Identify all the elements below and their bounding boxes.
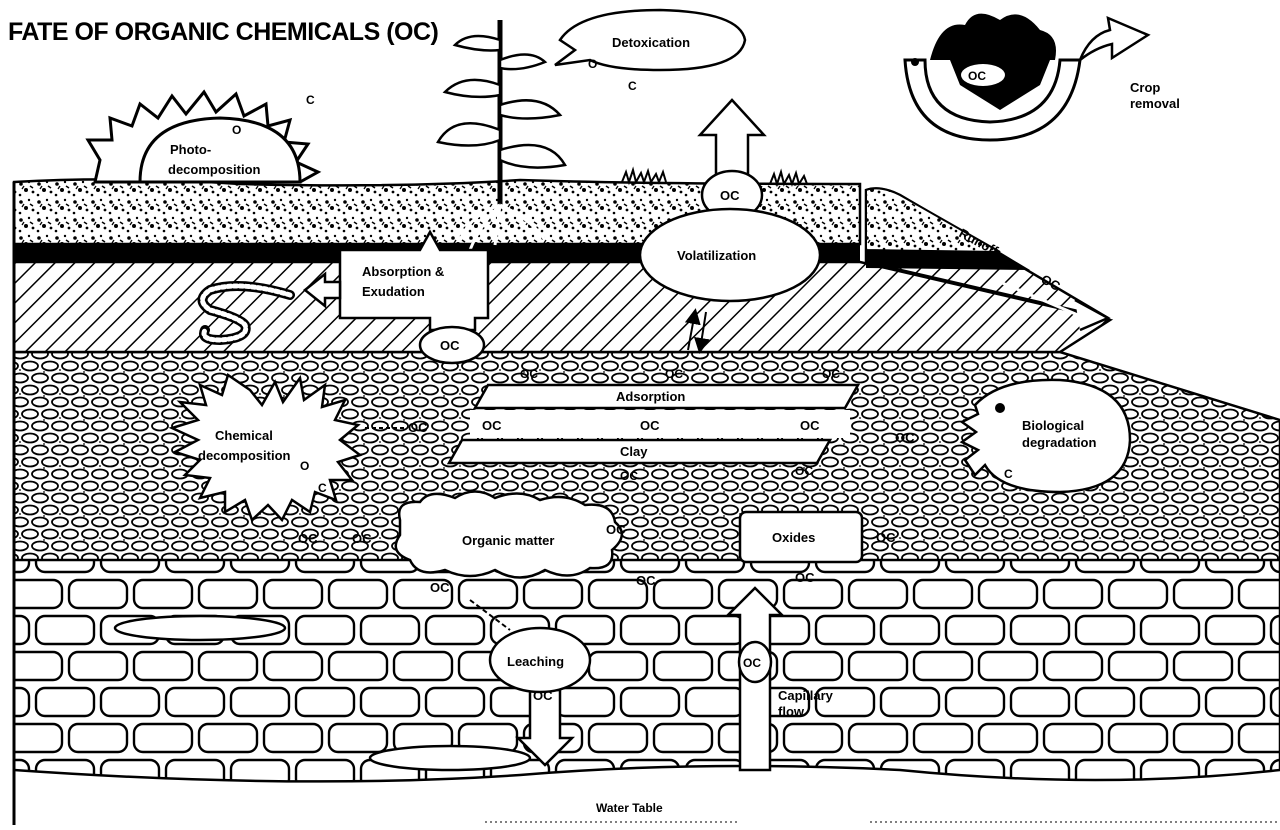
adsorption-oc-2: OC (640, 418, 660, 433)
volatilization-oc: OC (720, 188, 740, 203)
biological-oc: OC (895, 430, 915, 445)
crop-label-2: removal (1130, 96, 1180, 111)
clay-label: Clay (620, 444, 648, 459)
crop-oc: OC (968, 69, 986, 83)
adsorption-oc-1: OC (482, 418, 502, 433)
capillary-oc: OC (743, 656, 761, 670)
chemical-o: O (300, 459, 309, 473)
oc-mark-5: OC (795, 464, 813, 478)
adsorption-label: Adsorption (616, 389, 685, 404)
absorption-label-2: Exudation (362, 284, 425, 299)
volatilization-label: Volatilization (677, 248, 756, 263)
oc-mark-1: OC (520, 367, 538, 381)
absorption-label-1: Absorption & (362, 264, 444, 279)
chemical-label-2: decomposition (198, 448, 291, 463)
oxides-oc-right: OC (876, 530, 896, 545)
water-table-label: Water Table (596, 801, 663, 815)
detox-o: O (588, 57, 597, 71)
biological-label-1: Biological (1022, 418, 1084, 433)
oc-mark-2: OC (665, 367, 683, 381)
photo-o: O (232, 123, 241, 137)
photo-label-2: decomposition (168, 162, 261, 177)
capillary-label-1: Capillary (778, 688, 834, 703)
capillary-label-2: flow (778, 704, 805, 719)
organic-oc-left-1: OC (298, 531, 318, 546)
oxides-oc-left: OC (636, 573, 656, 588)
photo-label-1: Photo- (170, 142, 211, 157)
oc-mark-3: OC (822, 367, 840, 381)
biological-label-2: degradation (1022, 435, 1096, 450)
organic-matter-label: Organic matter (462, 533, 554, 548)
leaching-oc: OC (533, 688, 553, 703)
oxides-label: Oxides (772, 530, 815, 545)
oc-mark-4: OC (620, 469, 638, 483)
detoxication-label: Detoxication (612, 35, 690, 50)
photo-c: C (306, 93, 315, 107)
absorption-oc: OC (440, 338, 460, 353)
organic-oc-below: OC (430, 580, 450, 595)
leaching-label: Leaching (507, 654, 564, 669)
chemical-label-1: Chemical (215, 428, 273, 443)
organic-oc-left-2: OC (352, 531, 372, 546)
crop-bowl-icon (905, 14, 1148, 140)
crop-label-1: Crop (1130, 80, 1160, 95)
adsorption-oc-3: OC (800, 418, 820, 433)
detox-c: C (628, 79, 637, 93)
chemical-c: C (318, 481, 327, 495)
oxides-oc-below: OC (795, 570, 815, 585)
biological-c: C (1004, 467, 1013, 481)
bedrock-layer (14, 555, 1280, 781)
chemical-oc: OC (408, 420, 428, 435)
diagram-title: FATE OF ORGANIC CHEMICALS (OC) (8, 18, 438, 47)
organic-oc-right: OC (606, 522, 626, 537)
